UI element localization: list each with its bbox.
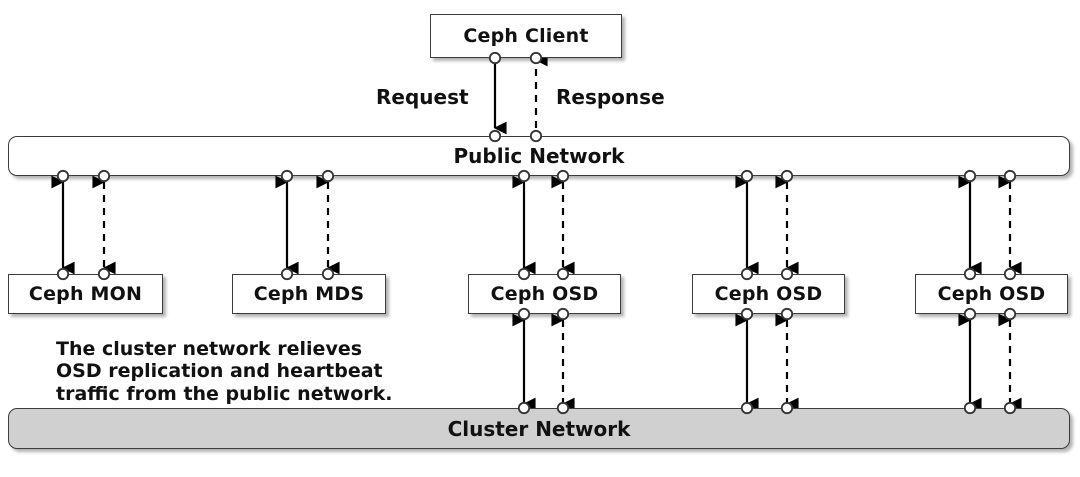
port-cluster-top-osd2-a bbox=[740, 401, 754, 415]
port-public-bottom-osd3-b bbox=[1003, 169, 1017, 183]
port-osd3-bottom-b bbox=[1003, 307, 1017, 321]
port-public-bottom-osd2-a bbox=[740, 169, 754, 183]
node-ceph-client-label: Ceph Client bbox=[463, 25, 589, 47]
cluster-network-label: Cluster Network bbox=[447, 416, 631, 441]
public-network-label: Public Network bbox=[453, 144, 625, 168]
port-osd3-top-a bbox=[963, 267, 977, 281]
port-osd1-bottom-b bbox=[556, 307, 570, 321]
port-osd2-bottom-b bbox=[780, 307, 794, 321]
port-public-top-request bbox=[488, 129, 502, 143]
port-public-bottom-mon-a bbox=[56, 169, 70, 183]
cluster-network-note: The cluster network relieves OSD replica… bbox=[56, 338, 393, 405]
port-public-bottom-mds-b bbox=[321, 169, 335, 183]
port-cluster-top-osd3-b bbox=[1003, 401, 1017, 415]
node-ceph-osd-1-label: Ceph OSD bbox=[490, 283, 599, 305]
port-mds-top-b bbox=[321, 267, 335, 281]
edge-label-request: Request bbox=[376, 85, 469, 109]
cluster-network-note-line-1: The cluster network relieves bbox=[56, 338, 363, 360]
port-client-response bbox=[529, 51, 543, 65]
port-public-bottom-osd1-b bbox=[556, 169, 570, 183]
port-cluster-top-osd1-a bbox=[517, 401, 531, 415]
cluster-network-bar[interactable]: Cluster Network bbox=[8, 408, 1070, 449]
port-cluster-top-osd2-b bbox=[780, 401, 794, 415]
port-public-top-response bbox=[529, 129, 543, 143]
node-ceph-osd-2[interactable]: Ceph OSD bbox=[692, 274, 845, 314]
port-public-bottom-osd3-a bbox=[963, 169, 977, 183]
port-osd2-bottom-a bbox=[740, 307, 754, 321]
node-ceph-mon-label: Ceph MON bbox=[28, 283, 143, 305]
node-ceph-mds[interactable]: Ceph MDS bbox=[232, 274, 386, 314]
port-cluster-top-osd1-b bbox=[556, 401, 570, 415]
port-cluster-top-osd3-a bbox=[963, 401, 977, 415]
cluster-network-note-line-3: traffic from the public network. bbox=[56, 382, 393, 405]
node-ceph-osd-2-label: Ceph OSD bbox=[714, 283, 823, 305]
node-ceph-osd-3[interactable]: Ceph OSD bbox=[915, 274, 1068, 314]
port-osd3-bottom-a bbox=[963, 307, 977, 321]
port-osd1-top-a bbox=[517, 267, 531, 281]
port-public-bottom-mon-b bbox=[97, 169, 111, 183]
port-mon-top-a bbox=[56, 267, 70, 281]
port-public-bottom-osd2-b bbox=[780, 169, 794, 183]
port-osd1-top-b bbox=[556, 267, 570, 281]
port-public-bottom-mds-a bbox=[280, 169, 294, 183]
cluster-network-note-line-2: OSD replication and heartbeat bbox=[56, 360, 383, 383]
edges-public-to-nodes bbox=[51, 175, 1022, 275]
edge-label-response: Response bbox=[556, 85, 665, 109]
port-mds-top-a bbox=[280, 267, 294, 281]
port-osd3-top-b bbox=[1003, 267, 1017, 281]
port-mon-top-b bbox=[97, 267, 111, 281]
port-osd2-top-a bbox=[740, 267, 754, 281]
node-ceph-client[interactable]: Ceph Client bbox=[430, 14, 622, 58]
port-public-bottom-osd1-a bbox=[517, 169, 531, 183]
port-client-request bbox=[488, 51, 502, 65]
port-osd2-top-b bbox=[780, 267, 794, 281]
node-ceph-osd-1[interactable]: Ceph OSD bbox=[468, 274, 621, 314]
node-ceph-mon[interactable]: Ceph MON bbox=[8, 274, 163, 314]
node-ceph-mds-label: Ceph MDS bbox=[253, 283, 365, 305]
edges-osd-to-cluster bbox=[512, 313, 1022, 411]
port-osd1-bottom-a bbox=[517, 307, 531, 321]
node-ceph-osd-3-label: Ceph OSD bbox=[937, 283, 1046, 305]
